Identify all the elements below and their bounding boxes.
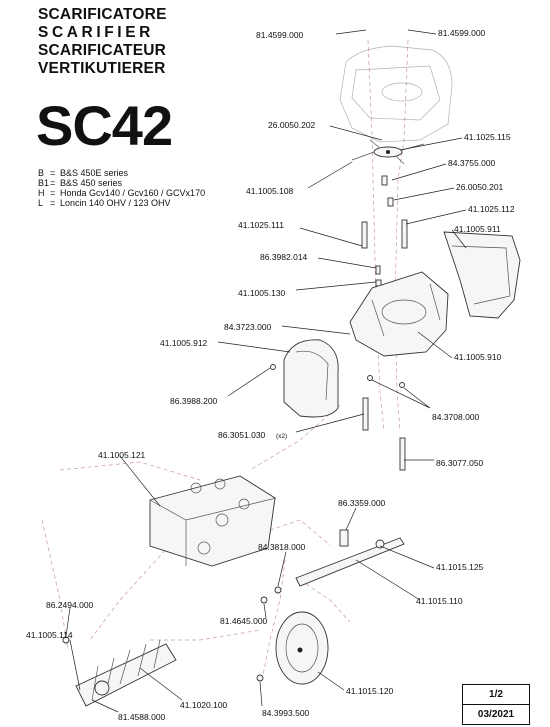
legend-row: L=Loncin 140 OHV / 123 OHV (38, 198, 171, 208)
part-label: 41.1025.111 (238, 220, 284, 230)
part-label: 86.2494.000 (46, 600, 94, 610)
engine-legend: B=B&S 450E series B1=B&S 450 series H=Ho… (38, 168, 205, 208)
part-label: 41.1005.912 (160, 338, 208, 348)
engine-cover (349, 271, 449, 357)
axle-bar (295, 529, 405, 587)
part-label: 41.1025.115 (464, 132, 511, 142)
scarifier-reel (75, 639, 177, 707)
legend-code: B1 (38, 178, 50, 188)
part-label: 84.3723.000 (224, 322, 272, 332)
part-label: 81.4588.000 (118, 712, 166, 722)
part-labels: 81.4599.000 81.4599.000 26.0050.202 41.1… (26, 28, 515, 722)
part-label: 41.1005.911 (454, 224, 501, 234)
legend-text: B&S 450 series (60, 178, 123, 188)
part-label: 84.3993.500 (262, 708, 310, 718)
title-english: SCARIFIER (38, 24, 154, 41)
part-label: 26.0050.202 (268, 120, 316, 130)
part-qty: (x2) (276, 433, 287, 440)
part-label: 41.1005.114 (26, 630, 73, 640)
part-label: 81.4599.000 (438, 28, 486, 38)
title-french: SCARIFICATEUR (38, 42, 167, 59)
part-label: 81.4599.000 (256, 30, 304, 40)
front-cowl (283, 339, 339, 418)
part-label: 41.1015.110 (416, 596, 463, 606)
engine-outline (339, 45, 453, 143)
part-label: 41.1005.130 (238, 288, 286, 298)
title-german: VERTIKUTIERER (38, 60, 166, 77)
part-label: 41.1025.112 (468, 204, 515, 214)
assembly-dashes (41, 39, 409, 681)
part-label: 86.3051.030 (218, 430, 266, 440)
part-label: 86.3077.050 (436, 458, 484, 468)
part-label: 86.3988.200 (170, 396, 218, 406)
deck-housing (149, 475, 277, 567)
part-label: 84.3818.000 (258, 542, 306, 552)
legend-text: B&S 450E series (60, 168, 129, 178)
part-label: 41.1005.910 (454, 352, 502, 362)
leader-lines (65, 29, 467, 713)
part-label: 86.3359.000 (338, 498, 386, 508)
legend-row: B1=B&S 450 series (38, 178, 123, 188)
legend-code: L (38, 198, 44, 208)
model-name: SC42 (36, 94, 173, 157)
part-label: 26.0050.201 (456, 182, 504, 192)
part-label: 84.3755.000 (448, 158, 496, 168)
part-label: 84.3708.000 (432, 412, 480, 422)
title-italian: SCARIFICATORE (38, 6, 167, 23)
part-label: 41.1020.100 (180, 700, 228, 710)
blade-hub (351, 139, 425, 165)
legend-text: Loncin 140 OHV / 123 OHV (60, 198, 171, 208)
rear-wheel (275, 611, 329, 685)
legend-row: H=Honda Gcv140 / Gcv160 / GCVx170 (38, 188, 206, 198)
legend-code: B (38, 168, 45, 178)
part-label: 81.4645.000 (220, 616, 268, 626)
part-label: 41.1005.108 (246, 186, 294, 196)
legend-row: B=B&S 450E series (38, 168, 129, 178)
rear-hood (443, 231, 521, 319)
fasteners (270, 175, 408, 471)
revision-date: 03/2021 (463, 704, 529, 724)
part-label: 41.1015.125 (436, 562, 484, 572)
part-label: 86.3982.014 (260, 252, 308, 262)
legend-text: Honda Gcv140 / Gcv160 / GCVx170 (60, 188, 206, 198)
part-label: 41.1015.120 (346, 686, 394, 696)
page-number: 1/2 (489, 689, 503, 700)
legend-code: H (38, 188, 45, 198)
washers (62, 586, 282, 682)
part-label: 41.1005.121 (98, 450, 146, 460)
page-info-box: 1/2 03/2021 (462, 684, 530, 725)
